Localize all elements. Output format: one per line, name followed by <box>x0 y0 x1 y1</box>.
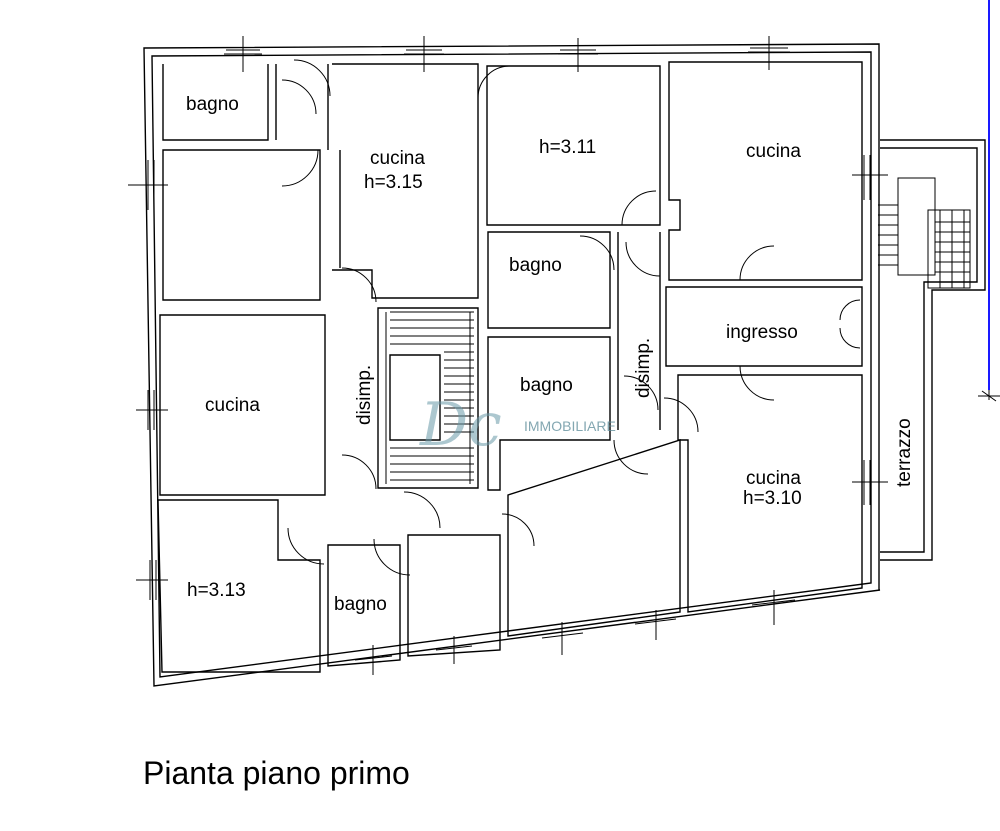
wall <box>407 534 501 657</box>
window <box>136 390 168 430</box>
window <box>354 645 393 675</box>
window <box>558 38 598 72</box>
room-label-cucina-top-right: cucina <box>746 141 801 162</box>
window <box>541 622 584 655</box>
door-swing <box>623 375 659 411</box>
outdoor-stair <box>897 177 971 289</box>
stair-rail <box>385 312 471 484</box>
door-swing <box>341 454 377 490</box>
wall <box>665 286 863 367</box>
room-label-h311: h=3.11 <box>539 137 596 158</box>
room-label-bagno-bottom: bagno <box>334 594 387 615</box>
watermark: Dc IMMOBILIARE <box>419 390 616 460</box>
door-swing <box>477 65 511 99</box>
terrazzo <box>880 139 986 561</box>
door-swing <box>739 245 775 281</box>
window <box>136 560 168 600</box>
accent-tick <box>978 390 1000 402</box>
room-label-cucina-bottom-right-height: h=3.10 <box>743 488 802 509</box>
door-swing <box>341 267 377 303</box>
door-swing <box>739 365 775 401</box>
wall <box>327 544 401 667</box>
watermark-text: IMMOBILIARE <box>524 418 616 434</box>
door-swing <box>613 439 649 475</box>
stair-core <box>377 307 479 489</box>
window <box>852 460 888 505</box>
window <box>748 36 790 70</box>
door-swing <box>625 241 661 277</box>
wall <box>507 439 681 637</box>
wall <box>157 499 321 673</box>
room-label-bagno-center-upper: bagno <box>509 255 562 276</box>
room-label-disimp-left: disimp. <box>354 365 375 425</box>
door-swing <box>281 149 319 187</box>
room-label-cucina-top-height: h=3.15 <box>364 172 423 193</box>
window <box>404 36 444 72</box>
door-swing <box>621 190 657 226</box>
plan-title: Pianta piano primo <box>143 755 410 791</box>
door-swing <box>663 397 699 433</box>
room-label-cucina-left: cucina <box>205 395 260 416</box>
window <box>852 155 888 200</box>
room-label-terrazzo: terrazzo <box>894 418 915 487</box>
door-swing <box>373 538 411 576</box>
wall <box>487 336 611 491</box>
stair-steps <box>390 311 474 481</box>
door-swing <box>403 491 441 529</box>
door-swing <box>501 513 535 547</box>
outer-wall-inner <box>151 51 872 678</box>
room-label-bagno-center-lower: bagno <box>520 375 573 396</box>
wall <box>668 61 863 281</box>
outdoor-stair-steps <box>878 204 970 288</box>
terrazzo-inner <box>880 147 978 553</box>
window <box>224 36 262 72</box>
door-swing <box>579 235 615 271</box>
room-label-cucina-bottom-right: cucina <box>746 468 801 489</box>
wall <box>159 314 326 496</box>
wall <box>617 232 661 430</box>
wall <box>162 149 321 301</box>
window <box>435 636 473 664</box>
window <box>634 610 677 640</box>
door-swing <box>293 59 331 97</box>
watermark-brand: Dc <box>419 390 502 460</box>
room-label-bagno-top-left: bagno <box>186 94 239 115</box>
wall <box>486 65 661 226</box>
stair-landing <box>389 354 441 441</box>
room-label-cucina-top: cucina <box>370 148 425 169</box>
room-label-ingresso: ingresso <box>726 322 798 343</box>
wall <box>332 63 479 299</box>
door-swing <box>281 79 317 115</box>
wall <box>487 231 611 329</box>
door-swing <box>839 299 861 349</box>
window <box>751 590 796 625</box>
door-swing <box>287 527 325 565</box>
room-label-disimp-right: disimp. <box>633 338 654 398</box>
wall <box>162 64 269 141</box>
window <box>128 160 168 210</box>
room-label-h313: h=3.13 <box>187 580 246 601</box>
